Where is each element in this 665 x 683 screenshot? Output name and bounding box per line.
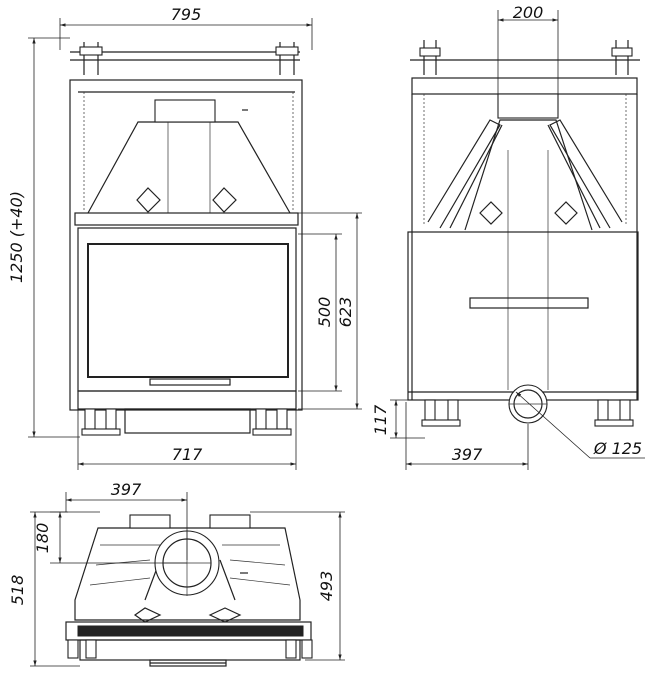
dim-flue-diameter: Ø 125 (515, 391, 645, 459)
top-body-outline (74, 527, 301, 621)
side-right-bolt (611, 40, 633, 75)
dim-top-offset-width: 397 (65, 480, 188, 560)
dim-label-397-side: 397 (452, 445, 483, 464)
dim-label-500: 500 (315, 297, 334, 328)
dim-label-397-top: 397 (111, 480, 142, 499)
front-feet (81, 408, 292, 436)
front-view: 795 1250 (+40) 500 623 717 (7, 5, 362, 470)
front-glass-panel (87, 243, 289, 378)
dim-label-1250: 1250 (+40) (7, 191, 26, 283)
dim-front-width: 795 (59, 5, 313, 50)
dim-label-200: 200 (513, 3, 544, 22)
dim-total-depth: 518 (8, 511, 80, 667)
dim-flue-offset-depth: 180 (33, 511, 187, 564)
dim-flue-width: 200 (497, 3, 559, 100)
dim-label-518: 518 (8, 575, 27, 606)
dim-front-base-width: 717 (77, 410, 297, 470)
dim-total-height: 1250 (+40) (7, 37, 80, 438)
dim-label-795: 795 (171, 5, 202, 24)
top-view: 397 180 518 493 (8, 480, 345, 667)
side-lower-box (407, 231, 639, 401)
front-casing (69, 79, 303, 411)
side-left-bolt (419, 40, 441, 75)
side-view: 200 117 397 Ø 125 (371, 3, 645, 470)
dim-body-depth: 493 (250, 511, 345, 661)
dim-label-493: 493 (317, 571, 336, 602)
front-right-bolt (275, 42, 299, 75)
dim-foot-height: 117 (371, 399, 425, 439)
dim-glass-height: 500 (298, 233, 342, 392)
side-flue-outlet (508, 384, 548, 424)
top-grille (77, 625, 304, 637)
front-left-bolt (79, 42, 103, 75)
dim-door-height: 623 (298, 212, 362, 410)
dim-label-623: 623 (336, 297, 355, 328)
dim-label-diameter: Ø 125 (593, 439, 642, 458)
dim-side-base-width: 397 (405, 402, 529, 470)
side-feet (421, 399, 634, 427)
side-top-plate (411, 77, 638, 95)
front-door-frame (74, 212, 299, 226)
dim-label-180: 180 (33, 523, 52, 554)
dim-label-717: 717 (172, 445, 203, 464)
dim-label-117: 117 (371, 404, 390, 435)
front-hood (87, 121, 291, 214)
